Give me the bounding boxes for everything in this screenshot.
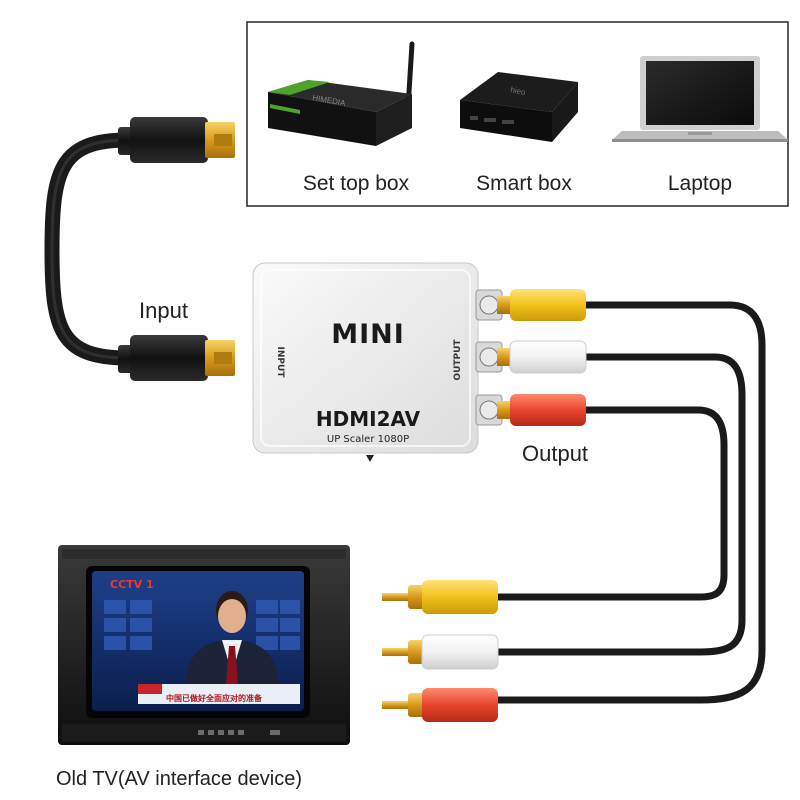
svg-text:hieo: hieo xyxy=(510,85,527,97)
input-label: Input xyxy=(139,298,188,323)
hdmi-cable xyxy=(44,132,136,366)
rca-plug-red xyxy=(382,688,498,722)
rca-jacks xyxy=(475,289,503,426)
rca-plug-white-device xyxy=(497,340,587,374)
output-label: Output xyxy=(522,441,588,466)
rca-cables xyxy=(492,301,766,704)
device-subtitle: UP Scaler 1080P xyxy=(327,434,409,445)
tv-label: Old TV(AV interface device) xyxy=(56,768,302,790)
hdmi-plug-bottom xyxy=(118,335,235,381)
device-brand: MINI xyxy=(331,319,405,350)
smart-box-image: hieo xyxy=(460,72,578,142)
set-top-box-image: HIMEDIA xyxy=(268,41,415,146)
tv-channel-logo: CCTV 1 xyxy=(110,578,154,591)
source-label-set-top-box: Set top box xyxy=(303,172,410,195)
hdmi2av-converter xyxy=(252,262,479,462)
rca-plug-yellow-device xyxy=(497,289,586,321)
rca-plug-white xyxy=(382,634,499,670)
hdmi-plug-top xyxy=(118,117,235,163)
input-port-label: INPUT xyxy=(275,347,285,379)
old-tv xyxy=(58,545,350,745)
tv-caption: 中国已做好全面应对的准备 xyxy=(166,693,263,703)
laptop-image xyxy=(612,56,788,142)
device-model: HDMI2AV xyxy=(316,407,421,431)
source-label-smart-box: Smart box xyxy=(476,172,572,195)
rca-plug-yellow xyxy=(382,580,498,614)
rca-plug-red-device xyxy=(497,394,586,426)
source-label-laptop: Laptop xyxy=(668,172,732,195)
output-port-label: OUTPUT xyxy=(453,339,463,381)
